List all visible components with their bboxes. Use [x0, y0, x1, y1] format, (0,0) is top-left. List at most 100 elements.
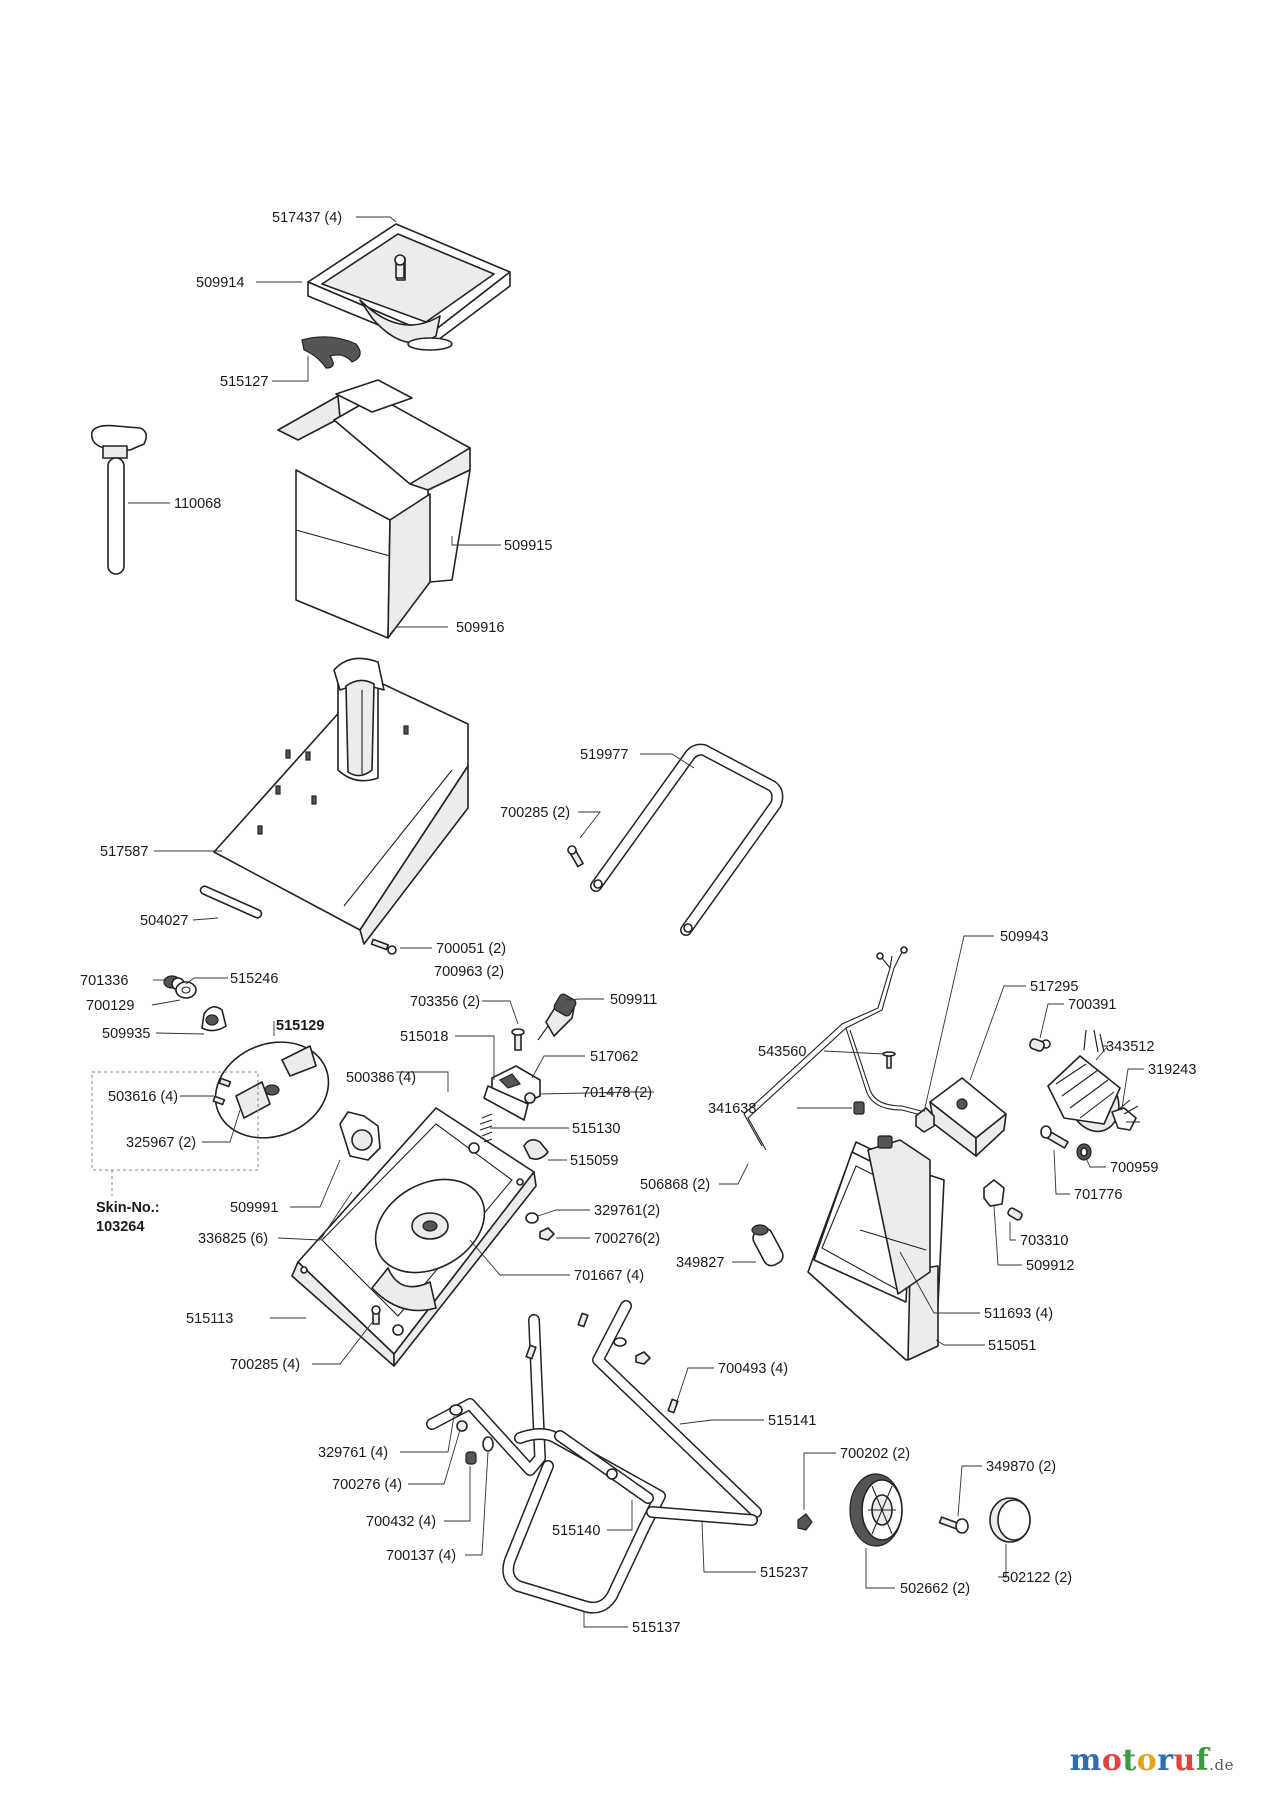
label-509915: 509915 — [504, 538, 552, 554]
label-511693: 511693 (4) — [984, 1306, 1053, 1322]
part-stator-319243 — [1111, 1099, 1140, 1131]
label-509914: 509914 — [196, 275, 244, 291]
label-343512: 343512 — [1106, 1039, 1154, 1055]
part-chute-upper-509915 — [277, 379, 471, 583]
logo-letter-m: m — [1069, 1743, 1102, 1778]
label-700285-a: 700285 (2) — [500, 805, 570, 821]
part-motor-housing-515051 — [807, 1135, 945, 1361]
label-515051: 515051 — [988, 1338, 1036, 1354]
part-switch-box-517295 — [929, 1077, 1007, 1157]
part-clip-515059 — [523, 1138, 549, 1160]
label-515130: 515130 — [572, 1121, 620, 1137]
part-spacer-700432 — [465, 1451, 477, 1465]
part-screw-503616 — [212, 1077, 232, 1106]
part-hopper-funnel — [307, 223, 511, 351]
label-515127: 515127 — [220, 374, 268, 390]
label-349870: 349870 (2) — [986, 1459, 1056, 1475]
part-screw-700285-handle — [567, 845, 584, 868]
part-nut-700276a — [539, 1227, 555, 1241]
label-515137: 515137 — [632, 1620, 680, 1636]
label-703310: 703310 — [1020, 1233, 1068, 1249]
part-cap-502122 — [989, 1497, 1031, 1543]
label-515129: 515129 — [276, 1018, 324, 1034]
part-washer-329761b — [449, 1404, 463, 1416]
part-screw-701776 — [1040, 1125, 1069, 1149]
label-703356: 703356 (2) — [410, 994, 480, 1010]
label-509916: 509916 — [456, 620, 504, 636]
part-housing-517587 — [213, 657, 469, 945]
part-screw-700051 — [370, 938, 397, 955]
part-chute-lower-509916 — [295, 469, 431, 639]
part-gasket-515127 — [301, 336, 361, 369]
label-701478: 701478 (2) — [582, 1085, 652, 1101]
part-screw-517437 — [394, 254, 406, 279]
label-700051: 700051 (2) — [436, 941, 506, 957]
label-515018: 515018 — [400, 1029, 448, 1045]
part-base-plate-515113 — [291, 1107, 537, 1367]
part-bolts-700493 — [525, 1312, 679, 1414]
part-rotor-343512 — [1041, 1029, 1121, 1133]
label-701667: 701667 (4) — [574, 1268, 644, 1284]
part-labels: 517437 (4) 509914 515127 110068 509915 5… — [80, 210, 1196, 1636]
label-336825: 336825 (6) — [198, 1231, 268, 1247]
logo-letter-o: o — [1101, 1743, 1123, 1778]
part-pusher-stick — [90, 424, 148, 575]
motoruf-logo: motoruf.de — [1070, 1743, 1234, 1778]
part-cable-506868 — [743, 946, 941, 1151]
part-pin-703310 — [1007, 1207, 1023, 1221]
label-519977: 519977 — [580, 747, 628, 763]
part-nut-700276b — [456, 1420, 468, 1432]
label-700493: 700493 (4) — [718, 1361, 788, 1377]
label-700129: 700129 — [86, 998, 134, 1014]
part-bolt-703356 — [511, 1028, 525, 1051]
label-504027: 504027 — [140, 913, 188, 929]
part-pin-700391 — [1029, 1038, 1045, 1052]
label-skin-number: 103264 — [96, 1219, 144, 1235]
part-strain-relief-341638 — [853, 1101, 865, 1115]
label-700432: 700432 (4) — [366, 1514, 436, 1530]
part-wedge-515018 — [483, 1085, 529, 1121]
label-700137: 700137 (4) — [386, 1548, 456, 1564]
label-500386: 500386 (4) — [346, 1070, 416, 1086]
label-509911: 509911 — [610, 992, 657, 1008]
logo-letter-u: u — [1173, 1743, 1196, 1778]
label-515141: 515141 — [768, 1413, 816, 1429]
label-700391: 700391 — [1068, 997, 1116, 1013]
logo-letter-o2: o — [1136, 1743, 1158, 1778]
label-329761-b: 329761 (4) — [318, 1445, 388, 1461]
label-329761-a: 329761(2) — [594, 1203, 660, 1219]
label-110068: 110068 — [174, 496, 221, 512]
label-502662: 502662 (2) — [900, 1581, 970, 1597]
label-509912: 509912 — [1026, 1258, 1074, 1274]
part-leg-515137 — [502, 1428, 666, 1614]
logo-suffix: .de — [1209, 1756, 1234, 1774]
label-509935: 509935 — [102, 1026, 150, 1042]
part-washer-700129 — [175, 981, 197, 999]
part-spring-515130 — [479, 1113, 493, 1143]
label-341638: 341638 — [708, 1101, 756, 1117]
part-bracket-509912 — [983, 1179, 1005, 1207]
label-700959: 700959 — [1110, 1160, 1158, 1176]
part-nut-700202 — [797, 1513, 813, 1531]
label-543560: 543560 — [758, 1044, 806, 1060]
logo-letter-f: f — [1195, 1743, 1210, 1778]
label-skin-title: Skin-No.: — [96, 1200, 160, 1216]
label-509943: 509943 — [1000, 929, 1048, 945]
label-701336: 701336 — [80, 973, 128, 989]
part-bolt-349870 — [938, 1516, 969, 1534]
label-349827: 349827 — [676, 1255, 724, 1271]
leader-lines — [128, 216, 1144, 1628]
part-nut-701478 — [524, 1092, 536, 1104]
part-handle-519977 — [590, 743, 784, 936]
part-knife-disc-515129 — [214, 1041, 330, 1139]
part-strut-515140 — [554, 1430, 654, 1504]
label-319243: 319243 — [1148, 1062, 1196, 1078]
part-connector-509943 — [915, 1107, 935, 1133]
label-502122: 502122 (2) — [1002, 1570, 1072, 1586]
part-screw-700285-plate — [371, 1305, 381, 1325]
label-517587: 517587 — [100, 844, 148, 860]
part-washer-700137 — [482, 1436, 494, 1452]
label-509991: 509991 — [230, 1200, 278, 1216]
label-700276-a: 700276(2) — [594, 1231, 660, 1247]
